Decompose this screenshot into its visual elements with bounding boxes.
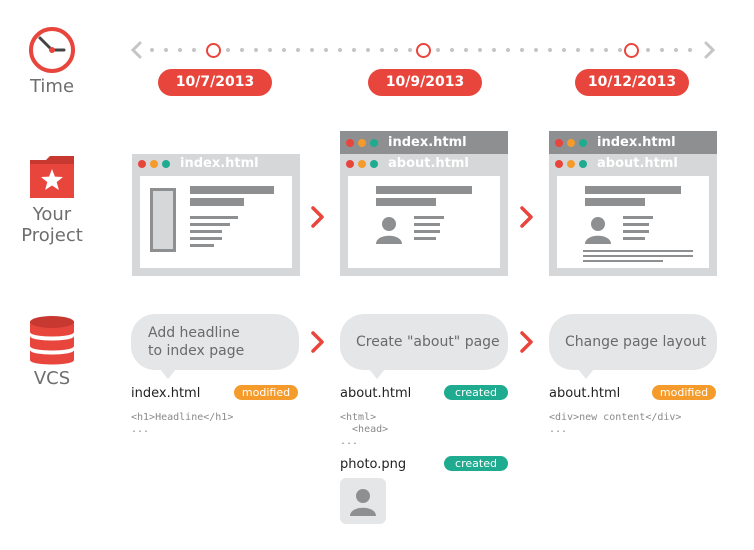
dot-orange: [358, 139, 366, 147]
file-name: about.html: [549, 386, 621, 401]
commit-message: Change page layout: [565, 334, 707, 350]
subhead-bar: [585, 198, 645, 206]
dot-red: [555, 139, 563, 147]
file-name-2: photo.png: [340, 457, 407, 472]
subhead-bar: [376, 198, 436, 206]
dot-green: [370, 160, 378, 168]
subhead-bar: [190, 198, 244, 206]
text-line: [414, 237, 436, 240]
dot-red: [555, 160, 563, 168]
person-icon: [376, 217, 402, 244]
text-line: [190, 237, 222, 240]
code-snippet: <html> <head> ...: [340, 412, 389, 447]
status-badge-created: created: [444, 385, 508, 400]
date-pill-1: 10/7/2013: [158, 69, 272, 96]
headline-bar: [585, 186, 681, 194]
window-content: [557, 176, 709, 268]
footer-line: [583, 260, 663, 262]
dot-orange: [358, 160, 366, 168]
file-name: about.html: [340, 386, 412, 401]
text-line: [623, 223, 649, 226]
date-pill-3: 10/12/2013: [575, 69, 689, 96]
headline-bar: [190, 186, 274, 194]
window-about-2: about.html: [340, 154, 508, 276]
window-titlebar: index.html: [549, 133, 717, 153]
timeline-node-1[interactable]: [206, 43, 221, 58]
person-icon: [585, 217, 611, 244]
status-badge-modified: modified: [652, 385, 716, 400]
window-index-3: index.html: [549, 131, 717, 157]
text-line: [190, 230, 222, 233]
commit-message-bubble: Create "about" page: [340, 314, 508, 370]
text-line: [414, 223, 440, 226]
timeline-node-3[interactable]: [624, 43, 639, 58]
bubble-tail: [160, 369, 176, 379]
next-arrow-icon: [311, 206, 324, 228]
dot-green: [162, 160, 170, 168]
status-badge-modified: modified: [234, 385, 298, 400]
next-arrow-icon: [311, 331, 324, 353]
window-content: [348, 176, 500, 268]
commit-message: Add headline to index page: [148, 325, 245, 359]
text-line: [623, 230, 649, 233]
text-line: [190, 216, 238, 219]
dot-orange: [567, 139, 575, 147]
window-title: index.html: [388, 135, 467, 150]
window-title: about.html: [388, 156, 469, 171]
dot-orange: [567, 160, 575, 168]
next-arrow-icon: [520, 206, 533, 228]
photo-thumbnail: [340, 478, 386, 524]
window-index-1: index.html: [132, 154, 300, 276]
file-name: index.html: [131, 386, 201, 401]
dot-orange: [150, 160, 158, 168]
row-label-vcs: VCS: [33, 368, 71, 389]
bubble-tail: [369, 369, 385, 379]
commit-message-bubble: Add headline to index page: [131, 314, 299, 370]
window-titlebar: about.html: [549, 154, 717, 174]
timeline-node-2[interactable]: [416, 43, 431, 58]
row-label-project-2: Project: [21, 225, 83, 246]
commit-message-bubble: Change page layout: [549, 314, 717, 370]
text-line: [190, 244, 214, 247]
status-badge-created: created: [444, 456, 508, 471]
window-content: [140, 176, 292, 268]
next-arrow-icon: [520, 331, 533, 353]
headline-bar: [376, 186, 472, 194]
dot-red: [346, 139, 354, 147]
window-titlebar: about.html: [340, 154, 508, 174]
footer-line: [583, 250, 693, 252]
window-titlebar: index.html: [340, 133, 508, 153]
bubble-tail: [578, 369, 594, 379]
window-title: index.html: [180, 156, 259, 171]
commit-message: Create "about" page: [356, 334, 500, 350]
text-line: [414, 230, 440, 233]
window-about-3: about.html: [549, 154, 717, 276]
timeline-line: [130, 41, 716, 59]
dot-red: [138, 160, 146, 168]
code-snippet: <h1>Headline</h1> ...: [131, 412, 234, 435]
window-title: about.html: [597, 156, 678, 171]
row-label-project-1: Your: [32, 204, 72, 225]
dot-green: [579, 139, 587, 147]
text-line: [414, 216, 444, 219]
folder-star-icon: [30, 156, 74, 198]
date-pill-2: 10/9/2013: [368, 69, 482, 96]
text-line: [190, 223, 230, 226]
row-label-time: Time: [29, 76, 75, 97]
person-icon: [350, 489, 376, 516]
code-snippet: <div>new content</div> ...: [549, 412, 682, 435]
database-icon: [30, 316, 74, 365]
window-titlebar: index.html: [132, 154, 300, 174]
window-index-2: index.html: [340, 131, 508, 157]
dot-red: [346, 160, 354, 168]
text-line: [623, 237, 645, 240]
footer-line: [583, 255, 693, 257]
text-line: [623, 216, 653, 219]
window-title: index.html: [597, 135, 676, 150]
dot-green: [370, 139, 378, 147]
clock-icon: [29, 27, 75, 73]
dot-green: [579, 160, 587, 168]
sidebar-block: [150, 188, 176, 252]
